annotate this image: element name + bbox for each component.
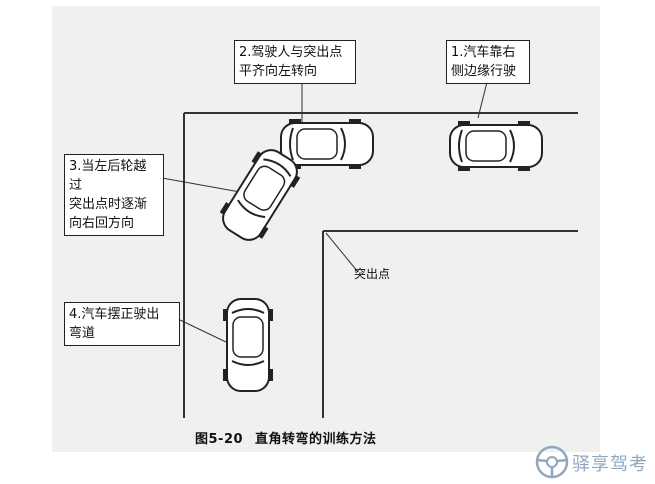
callout-step3-line3: 向右回方向 (69, 216, 135, 231)
callout-step4-line2: 弯道 (69, 326, 96, 341)
car-step2 (280, 119, 374, 169)
figure-caption: 图5-20 直角转弯的训练方法 (195, 428, 377, 447)
car-step3 (219, 149, 301, 241)
watermark-logo: 驿享驾考 (532, 442, 652, 482)
leader-line-corner (325, 232, 359, 273)
watermark-text: 驿享驾考 (572, 454, 648, 475)
callout-step1: 1.汽车靠右 侧边缘行驶 (446, 40, 530, 84)
steering-wheel-icon (535, 445, 569, 479)
callout-step2-line2: 平齐向左转向 (239, 64, 318, 79)
figure-title: 直角转弯的训练方法 (255, 432, 377, 447)
leader-line-step1 (477, 81, 488, 119)
car-step4 (223, 298, 273, 392)
callout-step2-line1: 2.驾驶人与突出点 (239, 45, 343, 60)
callout-step1-line2: 侧边缘行驶 (451, 64, 517, 79)
callout-step2: 2.驾驶人与突出点 平齐向左转向 (234, 40, 356, 84)
callout-step4: 4.汽车摆正驶出 弯道 (64, 302, 180, 346)
callout-step3-line1: 3.当左后轮越过 (69, 159, 147, 193)
leader-line-step3 (161, 177, 241, 193)
callout-step3: 3.当左后轮越过 突出点时逐渐 向右回方向 (64, 154, 164, 236)
callout-step3-line2: 突出点时逐渐 (69, 197, 148, 212)
car-step1 (449, 121, 543, 171)
figure-number: 图5-20 (195, 432, 244, 447)
callout-step4-line1: 4.汽车摆正驶出 (69, 307, 160, 322)
leader-line-step4 (179, 319, 227, 343)
callout-step1-line1: 1.汽车靠右 (451, 45, 516, 60)
corner-point-label: 突出点 (354, 267, 391, 281)
